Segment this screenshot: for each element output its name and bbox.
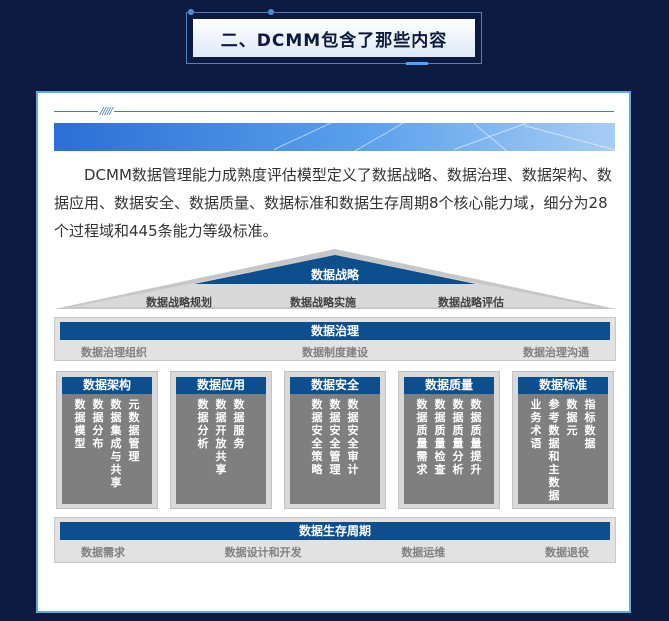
title-underline bbox=[406, 62, 428, 65]
column-item: 数据安全审计 bbox=[347, 398, 359, 476]
column-title: 数据安全 bbox=[290, 377, 380, 394]
column-item: 数据开放共享 bbox=[215, 398, 227, 476]
strategy-item: 数据战略评估 bbox=[438, 296, 504, 309]
column-item: 数据质量分析 bbox=[452, 398, 464, 476]
governance-title: 数据治理 bbox=[60, 322, 610, 340]
column-item: 数据安全管理 bbox=[329, 398, 341, 476]
column-item: 数据服务 bbox=[233, 398, 245, 450]
lifecycle-item: 数据退役 bbox=[544, 546, 589, 559]
lifecycle-item: 数据运维 bbox=[401, 546, 446, 559]
decor-hatch: ///// bbox=[98, 106, 114, 117]
governance-item: 数据制度建设 bbox=[302, 346, 368, 359]
governance-item: 数据治理组织 bbox=[81, 346, 147, 359]
column-title: 数据架构 bbox=[62, 377, 152, 394]
column-title: 数据应用 bbox=[176, 377, 266, 394]
column-item: 数据模型 bbox=[74, 398, 86, 450]
strategy-item: 数据战略实施 bbox=[290, 296, 356, 309]
column-item: 指标数据 bbox=[584, 398, 596, 450]
lifecycle-band: 数据生存周期 数据需求 数据设计和开发 数据运维 数据退役 bbox=[54, 517, 616, 563]
section-title: 二、DCMM包含了那些内容 bbox=[193, 19, 475, 57]
panel-top-line bbox=[54, 111, 614, 112]
column-security: 数据安全 数据安全策略 数据安全管理 数据安全审计 bbox=[284, 371, 386, 509]
strategy-title: 数据战略 bbox=[310, 268, 359, 282]
strategy-item: 数据战略规划 bbox=[146, 296, 212, 309]
column-standards: 数据标准 业务术语 参考数据和主数据 数据元 指标数据 bbox=[512, 371, 614, 509]
column-item: 参考数据和主数据 bbox=[548, 398, 560, 502]
column-architecture: 数据架构 数据模型 数据分布 数据集成与共享 元数据管理 bbox=[56, 371, 158, 509]
lifecycle-item: 数据设计和开发 bbox=[224, 546, 302, 559]
dcmm-diagram: 数据战略 数据战略规划 数据战略实施 数据战略评估 数据治理 数据治理组织 数据… bbox=[54, 247, 616, 567]
column-title: 数据质量 bbox=[404, 377, 494, 394]
decor-banner bbox=[54, 123, 615, 151]
column-item: 业务术语 bbox=[530, 398, 542, 450]
column-title: 数据标准 bbox=[518, 377, 608, 394]
column-item: 数据元 bbox=[566, 398, 578, 437]
column-quality: 数据质量 数据质量需求 数据质量检查 数据质量分析 数据质量提升 bbox=[398, 371, 500, 509]
column-item: 数据分布 bbox=[92, 398, 104, 450]
column-application: 数据应用 数据分析 数据开放共享 数据服务 bbox=[170, 371, 272, 509]
lifecycle-item: 数据需求 bbox=[81, 546, 125, 559]
column-item: 数据质量需求 bbox=[416, 398, 428, 476]
content-panel: ///// DCMM数据管理能力成熟度评估模型定义了数据战略、数据治理、数据架构… bbox=[36, 91, 631, 613]
column-item: 数据分析 bbox=[197, 398, 209, 450]
intro-paragraph: DCMM数据管理能力成熟度评估模型定义了数据战略、数据治理、数据架构、数据应用、… bbox=[54, 166, 612, 240]
section-title-box: 二、DCMM包含了那些内容 bbox=[186, 12, 482, 64]
column-item: 元数据管理 bbox=[128, 398, 140, 463]
governance-band: 数据治理 数据治理组织 数据制度建设 数据治理沟通 bbox=[54, 317, 616, 361]
column-item: 数据质量提升 bbox=[470, 398, 482, 476]
column-item: 数据安全策略 bbox=[311, 398, 323, 476]
lifecycle-title: 数据生存周期 bbox=[60, 522, 610, 540]
column-item: 数据质量检查 bbox=[434, 398, 446, 476]
governance-item: 数据治理沟通 bbox=[523, 346, 589, 359]
strategy-roof bbox=[54, 249, 616, 309]
column-item: 数据集成与共享 bbox=[110, 398, 122, 489]
